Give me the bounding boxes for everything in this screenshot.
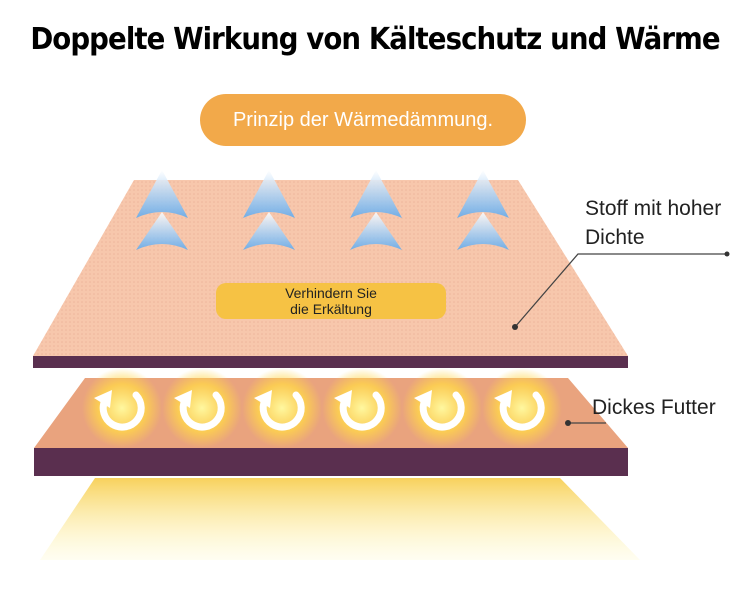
heat-cycle-icon <box>402 368 482 448</box>
heat-cycle-icon <box>242 368 322 448</box>
upper-layer-edge <box>33 356 628 368</box>
warm-glow-area <box>40 478 640 560</box>
cold-air-arrow-icon <box>457 170 509 250</box>
stoff-callout-label: Stoff mit hoher Dichte <box>585 197 722 249</box>
futter-callout-label: Dickes Futter <box>592 396 716 419</box>
heat-icons-group <box>82 368 562 448</box>
lower-layer-edge <box>34 448 628 476</box>
heat-cycle-icon <box>82 368 162 448</box>
cold-air-arrow-icon <box>350 170 402 250</box>
cold-air-arrow-icon <box>136 170 188 250</box>
stoff-callout-dot <box>512 324 518 330</box>
cold-arrows-group <box>136 170 509 250</box>
futter-callout-dot <box>565 420 571 426</box>
heat-cycle-icon <box>162 368 242 448</box>
stoff-callout-end-dot <box>724 251 730 257</box>
cold-air-arrow-icon <box>243 170 295 250</box>
band-line-2: die Erkältung <box>290 301 372 317</box>
band-line-1: Verhindern Sie <box>285 285 377 301</box>
cold-protection-band: Verhindern Sie die Erkältung <box>216 283 446 319</box>
heat-cycle-icon <box>482 368 562 448</box>
stoff-callout-line <box>514 253 727 328</box>
page-title: Doppelte Wirkung von Kälteschutz und Wär… <box>30 22 720 57</box>
principle-badge: Prinzip der Wärmedämmung. <box>200 94 526 146</box>
upper-layer-texture <box>33 180 628 356</box>
heat-cycle-icon <box>322 368 402 448</box>
